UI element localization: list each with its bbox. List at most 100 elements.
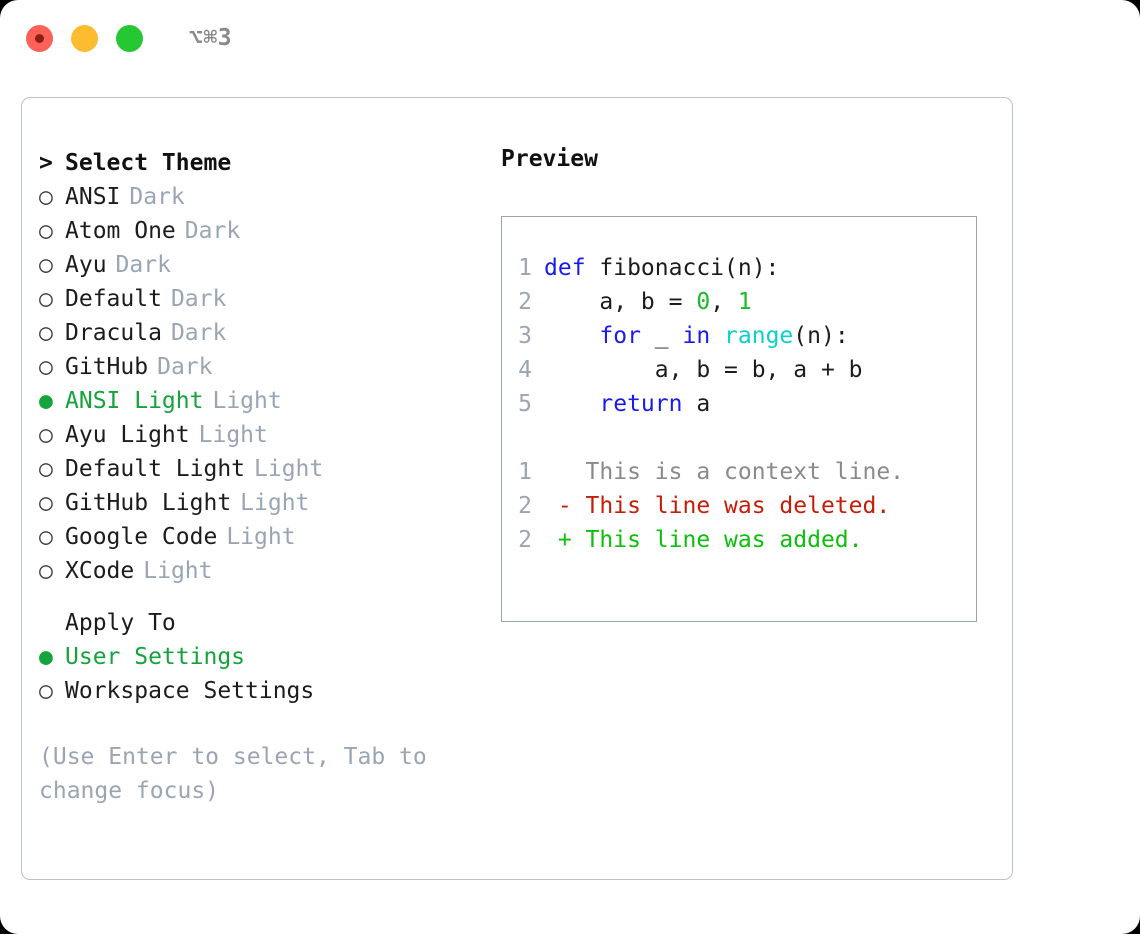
theme-item-google-code[interactable]: ○ Google Code Light <box>39 520 479 554</box>
preview-title: Preview <box>501 146 598 172</box>
radio-unselected-icon: ○ <box>39 320 53 346</box>
code-token-id: a <box>682 391 711 417</box>
apply-to-option-workspace-settings[interactable]: ○Workspace Settings <box>39 674 479 708</box>
code-token-id <box>710 323 724 349</box>
theme-item-variant: Light <box>143 558 213 584</box>
close-button-icon[interactable] <box>26 24 53 52</box>
maximize-button-icon[interactable] <box>116 24 143 52</box>
blank-marker-icon <box>39 606 65 640</box>
apply-to-option-label: Workspace Settings <box>65 678 315 704</box>
code-line: 2 a, b = 0, 1 <box>502 285 976 319</box>
code-line: 5 return a <box>502 387 976 421</box>
theme-item-variant: Dark <box>170 320 227 346</box>
code-line: 1 def fibonacci(n): <box>502 251 976 285</box>
theme-item-label: Ayu <box>65 252 107 278</box>
keyboard-shortcut-label: ⌥⌘3 <box>189 25 233 51</box>
keyboard-hint: (Use Enter to select, Tab to change focu… <box>39 744 427 804</box>
radio-unselected-icon: ○ <box>39 558 53 584</box>
code-token-id: (n): <box>793 323 849 349</box>
theme-item-label: GitHub <box>65 354 149 380</box>
theme-picker-title: Select Theme <box>65 150 232 176</box>
code-token-id: , <box>710 289 738 315</box>
line-number: 3 <box>518 323 532 349</box>
code-line: 4 a, b = b, a + b <box>502 353 976 387</box>
close-pip-icon <box>35 33 44 43</box>
radio-unselected-icon: ○ <box>39 286 53 312</box>
theme-item-label: ANSI <box>65 184 121 210</box>
code-text: for _ in range(n): <box>544 319 849 353</box>
line-number: 1 <box>518 255 532 281</box>
code-token-num: 1 <box>737 289 752 315</box>
line-number: 4 <box>518 357 532 383</box>
code-token-id <box>544 391 599 417</box>
diff-text: + This line was added. <box>544 527 863 553</box>
theme-item-label: Ayu Light <box>65 422 190 448</box>
theme-item-ayu[interactable]: ○ Ayu Dark <box>39 248 479 282</box>
theme-item-variant: Dark <box>157 354 213 380</box>
radio-unselected-icon: ○ <box>39 422 53 448</box>
code-token-id: a, b = b, a + b <box>544 357 863 383</box>
line-number: 2 <box>518 527 532 553</box>
radio-unselected-icon: ○ <box>39 524 53 550</box>
theme-item-variant: Light <box>212 388 282 414</box>
theme-item-label: Default Light <box>65 456 246 482</box>
code-text: return a <box>544 387 710 421</box>
code-token-id: a, b = <box>544 289 697 315</box>
theme-item-variant: Light <box>198 422 268 448</box>
radio-unselected-icon: ○ <box>39 184 53 210</box>
theme-item-label: Google Code <box>65 524 218 550</box>
diff-text: This is a context line. <box>544 459 905 485</box>
theme-item-label: Dracula <box>65 320 162 346</box>
theme-item-label: GitHub Light <box>65 490 232 516</box>
diff-gap <box>502 421 976 455</box>
theme-item-variant: Dark <box>184 218 241 244</box>
code-token-fn: range <box>724 323 794 349</box>
diff-block: 1 This is a context line. 2 - This line w… <box>502 455 976 557</box>
radio-unselected-icon: ○ <box>39 252 53 278</box>
minimize-button-icon[interactable] <box>71 24 98 52</box>
code-token-kw: def <box>544 255 600 281</box>
theme-item-variant: Dark <box>170 286 227 312</box>
theme-item-variant: Light <box>226 524 296 550</box>
hint-spacer <box>39 708 479 736</box>
code-text: a, b = b, a + b <box>544 353 863 387</box>
code-token-kw: for <box>599 323 641 349</box>
radio-selected-icon: ● <box>39 388 53 414</box>
code-text: def fibonacci(n): <box>544 251 779 285</box>
code-token-kw: return <box>599 391 683 417</box>
line-number: 5 <box>518 391 532 417</box>
radio-unselected-icon: ○ <box>39 218 53 244</box>
theme-item-ansi-light[interactable]: ● ANSI Light Light <box>39 384 479 418</box>
theme-item-label: ANSI Light <box>65 388 204 414</box>
theme-item-label: Default <box>65 286 162 312</box>
code-token-id: fibonacci <box>599 255 725 281</box>
radio-selected-icon: ● <box>39 644 53 670</box>
line-number: 2 <box>518 493 532 519</box>
theme-item-dracula[interactable]: ○ Dracula Dark <box>39 316 479 350</box>
code-token-id: (n): <box>724 255 780 281</box>
diff-text: - This line was deleted. <box>544 493 891 519</box>
line-number: 1 <box>518 459 532 485</box>
diff-line-ctx: 1 This is a context line. <box>502 455 976 489</box>
theme-item-ayu-light[interactable]: ○ Ayu Light Light <box>39 418 479 452</box>
apply-to-option-user-settings[interactable]: ●User Settings <box>39 640 479 674</box>
code-token-id <box>544 323 599 349</box>
code-token-num: 0 <box>696 289 711 315</box>
theme-item-variant: Dark <box>115 252 171 278</box>
radio-unselected-icon: ○ <box>39 354 53 380</box>
code-line: 3 for _ in range(n): <box>502 319 976 353</box>
theme-item-github[interactable]: ○ GitHub Dark <box>39 350 479 384</box>
theme-item-default[interactable]: ○ Default Dark <box>39 282 479 316</box>
diff-line-add: 2 + This line was added. <box>502 523 976 557</box>
